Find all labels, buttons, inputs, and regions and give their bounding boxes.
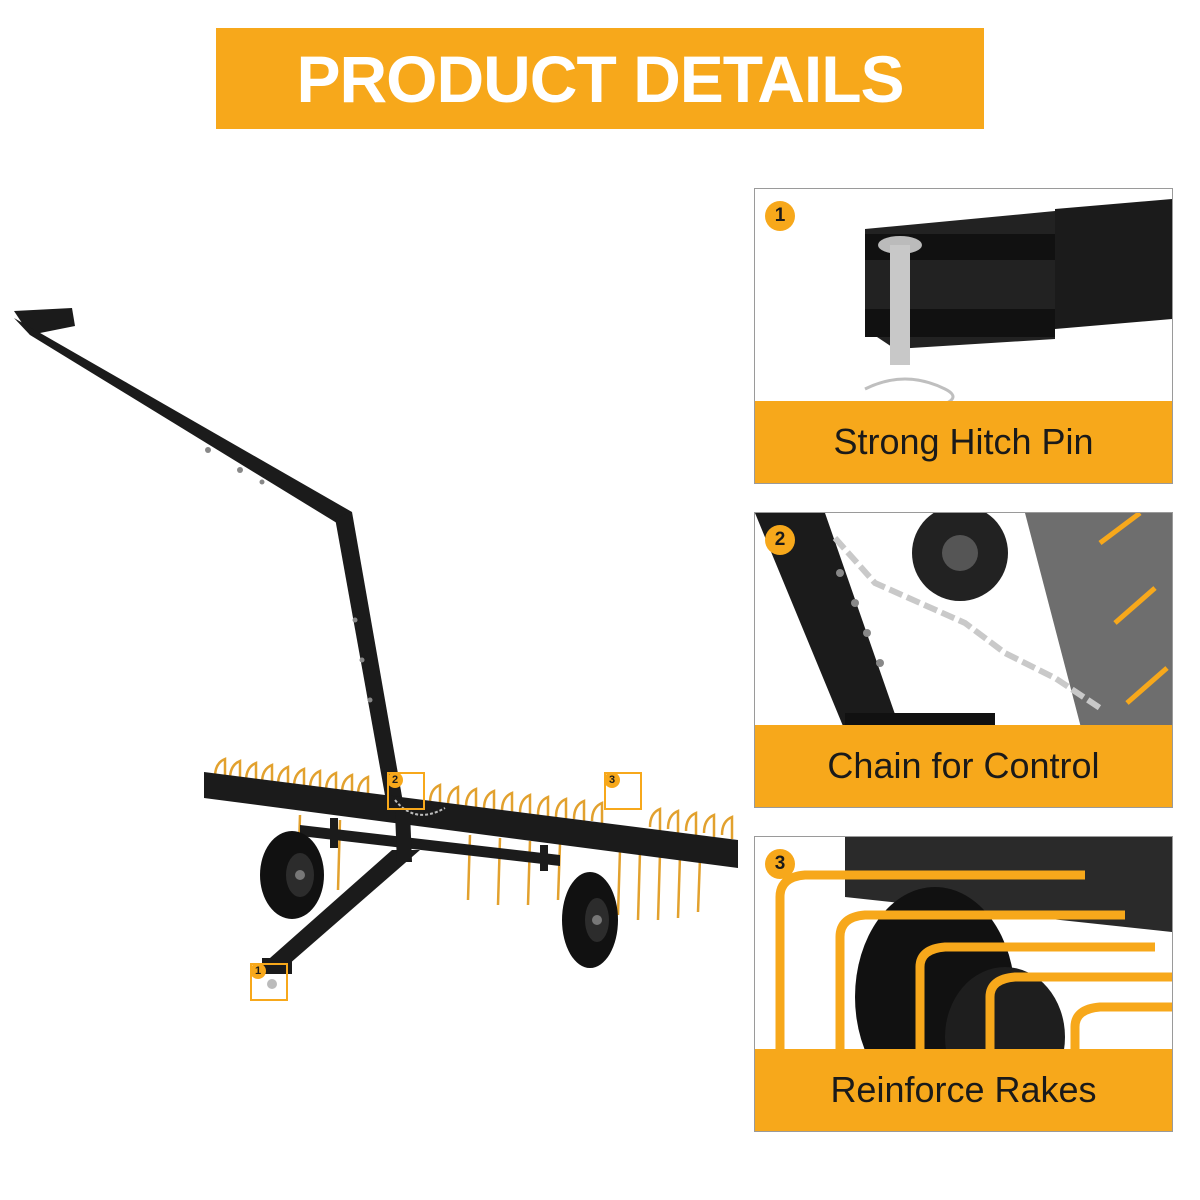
detail-panel-hitch-pin: 1 Strong Hitch Pin (754, 188, 1173, 484)
rake-product-image (14, 308, 738, 989)
hitch-pin-image (864, 199, 1172, 409)
callout-marker-3: 3 (604, 772, 642, 810)
panel-label: Chain for Control (755, 725, 1172, 807)
rake-beam (204, 772, 738, 868)
callout-number-2: 2 (387, 772, 403, 788)
page-title: PRODUCT DETAILS (296, 41, 904, 116)
detail-panel-rakes: 3 Reinforce Rakes (754, 836, 1173, 1132)
panel-number-badge: 2 (765, 525, 795, 555)
panel-number-badge: 1 (765, 201, 795, 231)
panel-label: Reinforce Rakes (755, 1049, 1172, 1131)
callout-number-3: 3 (604, 772, 620, 788)
callout-number-1: 1 (250, 963, 266, 979)
wheel-left (260, 831, 324, 919)
callout-marker-2: 2 (387, 772, 425, 810)
callout-marker-1: 1 (250, 963, 288, 1001)
title-banner: PRODUCT DETAILS (216, 28, 984, 129)
rake-hitch (262, 958, 292, 989)
panel-number-badge: 3 (765, 849, 795, 879)
wheel-right (562, 872, 618, 968)
rake-chain (394, 799, 446, 816)
panel-label: Strong Hitch Pin (755, 401, 1172, 483)
detail-panel-chain: 2 Chain for Control (754, 512, 1173, 808)
rake-handle (14, 308, 404, 812)
rake-frame (270, 812, 560, 965)
